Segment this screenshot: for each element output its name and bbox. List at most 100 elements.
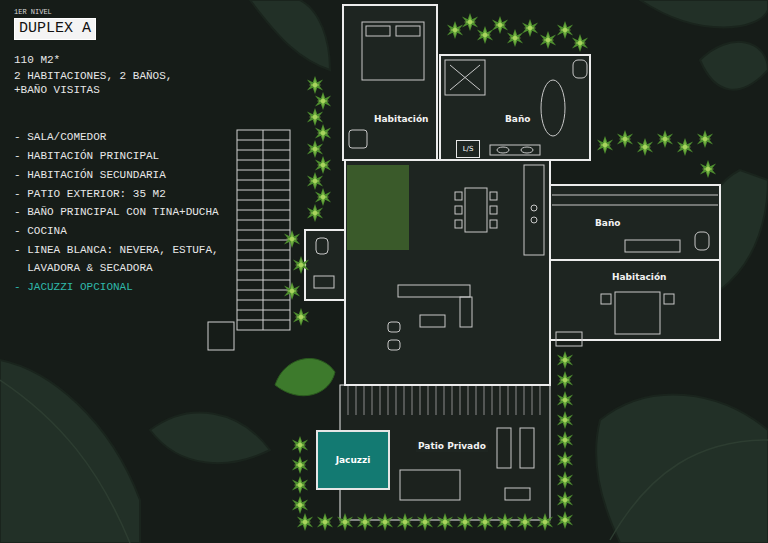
plant [417, 513, 433, 531]
plant [557, 21, 573, 39]
sofa [460, 297, 472, 327]
monstera-leaf [275, 358, 335, 395]
vanity [490, 145, 540, 155]
deck-boards [348, 386, 540, 415]
wall [343, 5, 437, 160]
grill [505, 488, 530, 500]
plant [537, 513, 553, 531]
feature-item: - COCINA [14, 225, 67, 237]
dining-table [465, 188, 487, 232]
wall [550, 185, 720, 340]
lounge-chair [497, 428, 511, 468]
chair [388, 340, 400, 350]
chair [490, 206, 497, 214]
plant [307, 172, 323, 190]
floor [343, 5, 437, 160]
feature-item: - HABITACIÓN PRINCIPAL [14, 150, 159, 162]
leaf [640, 0, 768, 28]
feature-item-box: - HABITACIÓN PRINCIPAL [14, 147, 229, 165]
vanity [625, 240, 680, 252]
plant [557, 451, 573, 469]
room-label-box: Patio Privado [416, 441, 488, 452]
burner [531, 205, 537, 211]
stairs [208, 130, 290, 350]
sink [521, 147, 533, 153]
plant [297, 513, 313, 531]
lounge-chair [520, 428, 534, 468]
room-label: Patio Privado [418, 441, 486, 451]
feature-item-box: - PATIO EXTERIOR: 35 M2 [14, 185, 229, 203]
vein [0, 380, 130, 543]
bed [615, 292, 660, 334]
plant [292, 456, 308, 474]
level-label: 1ER NIVEL [14, 8, 52, 16]
room-label-box: Baño [503, 114, 533, 125]
jacuzzi-box: Jacuzzi [316, 430, 390, 490]
pillow [396, 26, 420, 36]
room-label-box: Baño [593, 218, 623, 229]
plant [293, 256, 309, 274]
room-label: Baño [595, 218, 621, 228]
plant [637, 138, 653, 156]
plant [557, 411, 573, 429]
plant [292, 496, 308, 514]
plant [517, 513, 533, 531]
room-label-box: Habitación [610, 272, 669, 283]
plant [557, 431, 573, 449]
plant [497, 513, 513, 531]
room-label: Habitación [374, 114, 429, 124]
plant [557, 391, 573, 409]
leaf [0, 360, 140, 543]
chair [455, 206, 462, 214]
wall [345, 160, 550, 385]
plant [437, 513, 453, 531]
title-text: DUPLEX A [19, 20, 91, 37]
plant [315, 156, 331, 174]
chair [455, 192, 462, 200]
plant [697, 130, 713, 148]
plants [284, 13, 716, 531]
plant [377, 513, 393, 531]
plant [557, 491, 573, 509]
room-label: Baño [505, 114, 531, 124]
toilet [573, 60, 587, 78]
leaf [150, 413, 270, 464]
plant [492, 16, 508, 34]
feature-item-box: - JACUZZI OPCIONAL [14, 278, 229, 296]
plant [357, 513, 373, 531]
plant [307, 76, 323, 94]
plant [522, 19, 538, 37]
sink [314, 276, 334, 288]
plant [284, 282, 300, 300]
floor [440, 55, 590, 160]
leaf [700, 42, 768, 90]
feature-item: - PATIO EXTERIOR: 35 M2 [14, 188, 166, 200]
nightstand [664, 294, 674, 304]
plant [657, 130, 673, 148]
chair [455, 220, 462, 228]
plant [557, 351, 573, 369]
room-label-box: Habitación [372, 114, 431, 125]
nightstand [601, 294, 611, 304]
plant [315, 124, 331, 142]
feature-item: - LINEA BLANCA: NEVERA, ESTUFA, LAVADORA… [14, 244, 219, 274]
plant [597, 136, 613, 154]
kitchen-counter [524, 165, 544, 255]
spec-text-box: 2 HABITACIONES, 2 BAÑOS, [14, 69, 172, 83]
plant [292, 436, 308, 454]
plant [307, 108, 323, 126]
stair-outline [237, 130, 290, 330]
shower [445, 60, 485, 95]
plant [337, 513, 353, 531]
feature-item: - BAÑO PRINCIPAL CON TINA+DUCHA [14, 206, 219, 218]
laundry-box: L/S [456, 140, 480, 158]
plant [315, 92, 331, 110]
area-text: 110 M2* [14, 54, 60, 66]
stair-steps [237, 140, 290, 320]
spec-text-box: +BAÑO VISITAS [14, 83, 100, 97]
vein [610, 440, 768, 540]
armchair [349, 130, 367, 148]
plant [307, 204, 323, 222]
plant [284, 230, 300, 248]
